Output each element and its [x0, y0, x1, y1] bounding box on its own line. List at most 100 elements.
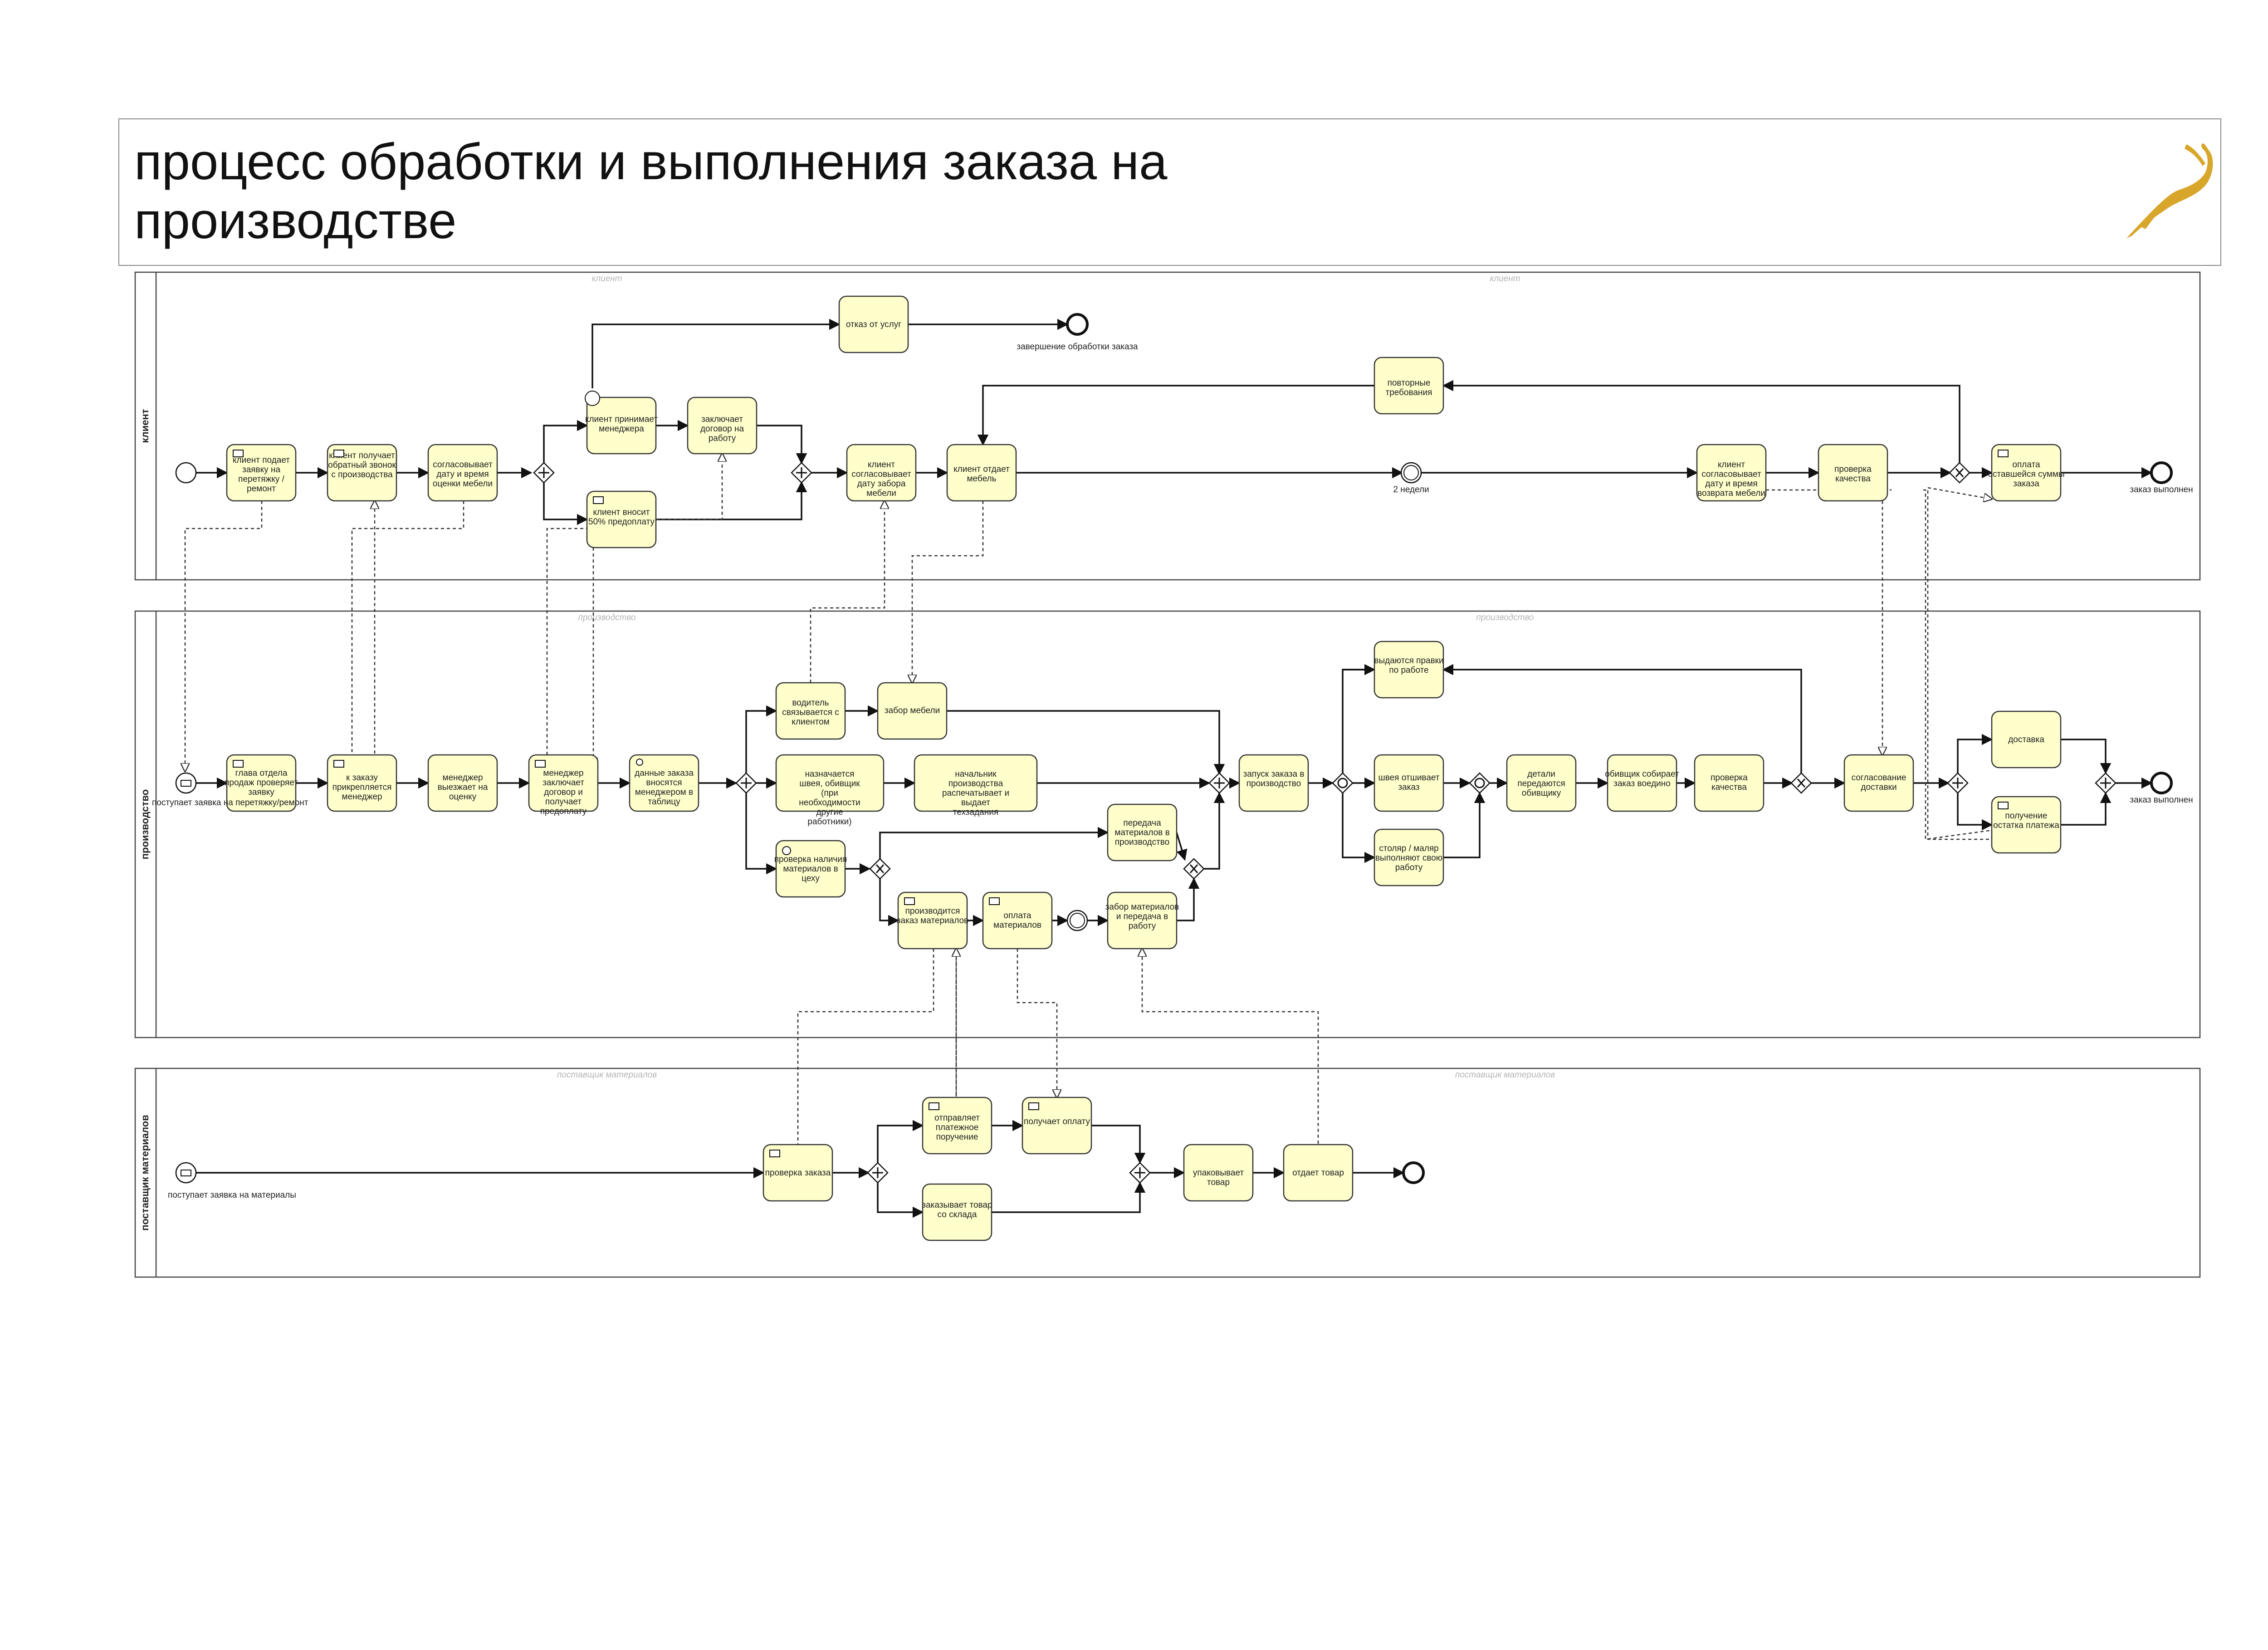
envelope-icon — [535, 760, 546, 768]
end-event-client-done — [2150, 461, 2173, 484]
lane-watermark-client-2: клиент — [1490, 274, 1520, 284]
title-frame — [118, 118, 2221, 266]
service-icon-group — [585, 391, 791, 855]
exclusive-gateway — [1949, 462, 1970, 484]
end-event-production-done — [2150, 772, 2173, 794]
event-label-client-done: заказ выполнен — [2130, 485, 2193, 495]
event-label-production-done: заказ выполнен — [2130, 795, 2193, 805]
pool-production — [134, 610, 2201, 1038]
parallel-gateway — [1208, 772, 1230, 794]
task-supplier-check-order: проверка заказа — [765, 1168, 831, 1178]
envelope-icon — [181, 780, 191, 787]
lane-watermark-production-2: производство — [1476, 613, 1534, 622]
envelope-icon-group — [181, 450, 2009, 1176]
event-label-end-processing: завершение обработки заказа — [1017, 342, 1138, 352]
parallel-gateway — [533, 462, 555, 484]
task-supplier-receive-payment: получает оплату — [1024, 1117, 1090, 1126]
parallel-gateway — [735, 772, 757, 794]
parallel-gateway — [2095, 772, 2116, 794]
parallel-gateway — [867, 1162, 889, 1184]
envelope-icon — [1998, 450, 2009, 457]
event-label-supplier-received: поступает заявка на материалы — [168, 1190, 296, 1200]
exclusive-gateway — [1183, 858, 1205, 880]
envelope-icon — [233, 450, 244, 457]
task-client-refuse: отказ от услуг — [846, 320, 901, 329]
event-label-production-received: поступает заявка на перетяжку/ремонт — [152, 798, 308, 808]
envelope-icon — [1028, 1102, 1039, 1110]
task-production-pickup: забор мебели — [885, 706, 940, 715]
task-supplier-ship: отдает товар — [1292, 1168, 1344, 1178]
pool-client — [134, 271, 2201, 581]
lane-watermark-supplier-2: поставщик материалов — [1455, 1070, 1555, 1080]
diagram-title-line1: процесс обработки и выполнения заказа на — [134, 133, 1168, 190]
end-event-supplier — [1402, 1161, 1425, 1184]
envelope-icon — [181, 1170, 191, 1176]
envelope-icon — [929, 1102, 939, 1110]
diagram-title-line2: производстве — [134, 192, 456, 249]
end-event-refuse — [1066, 313, 1089, 336]
parallel-gateway — [1947, 772, 1969, 794]
envelope-icon — [769, 1150, 780, 1157]
envelope-icon — [233, 760, 244, 768]
exclusive-gateway — [1790, 772, 1812, 794]
supplier-sequence-flows — [196, 1120, 1405, 1218]
pool-label-client: клиент — [139, 409, 151, 443]
client-sequence-flows — [196, 318, 2153, 525]
envelope-icon — [904, 897, 915, 905]
envelope-icon — [333, 760, 344, 768]
envelope-icon — [989, 897, 1000, 905]
parallel-gateway — [1129, 1162, 1151, 1184]
user-icon — [636, 759, 643, 766]
lane-watermark-client-1: клиент — [591, 274, 622, 284]
event-label-two-weeks: 2 недели — [1393, 485, 1429, 495]
lane-watermark-supplier-1: поставщик материалов — [557, 1070, 657, 1080]
start-event-client — [175, 462, 197, 484]
envelope-icon — [1998, 802, 2009, 809]
exclusive-gateway — [869, 858, 891, 880]
error-icon — [585, 391, 600, 406]
envelope-icon — [333, 450, 344, 457]
lane-watermark-production-1: производство — [578, 613, 636, 622]
gear-icon — [782, 846, 791, 855]
task-production-delivery: доставка — [2008, 735, 2044, 744]
gateways — [533, 462, 2116, 1184]
envelope-icon — [593, 496, 604, 504]
pool-label-production: производство — [139, 789, 151, 859]
